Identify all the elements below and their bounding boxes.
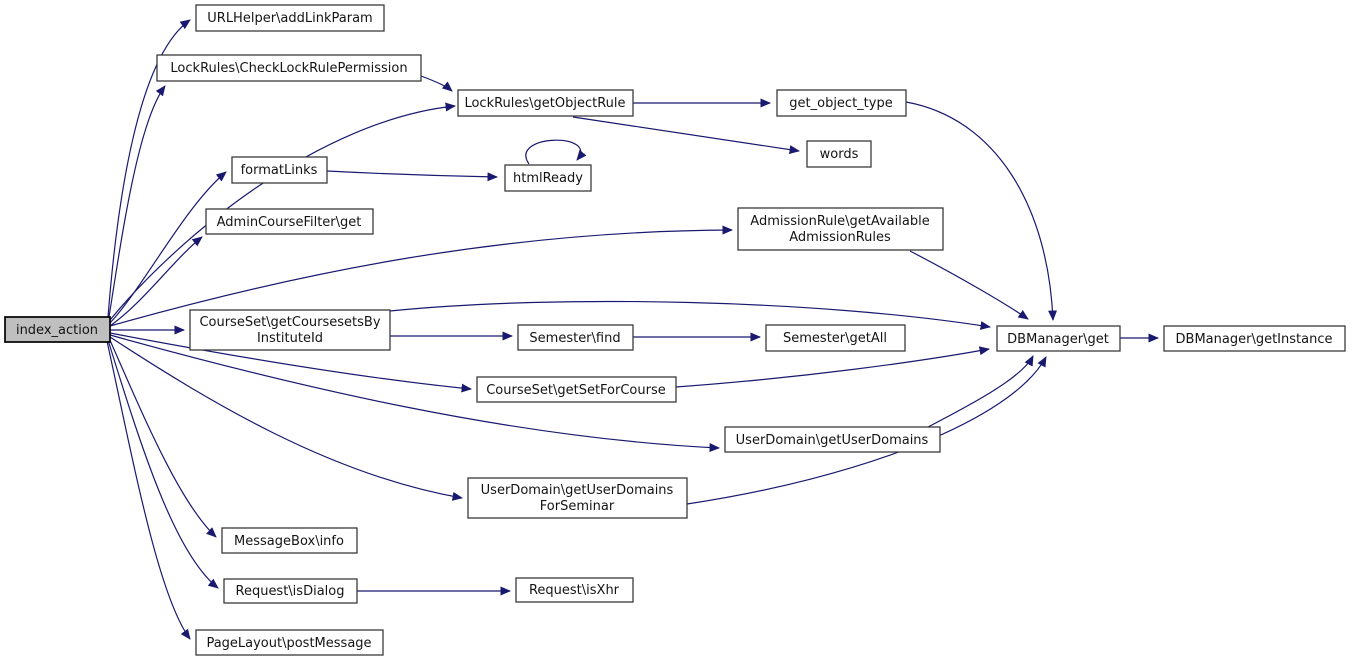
node-label-courseset-getsetforcourse: CourseSet\getSetForCourse [486, 383, 666, 398]
node-label-htmlready: htmlReady [513, 171, 583, 186]
node-label-pagelayout-postmessage: PageLayout\postMessage [206, 636, 371, 651]
node-label-formatlinks: formatLinks [241, 163, 318, 178]
edge-index-action-to-getuserdomains [109, 334, 720, 453]
node-label-coursesets-line2: InstituteId [257, 331, 323, 346]
edge-getsetforcourse-to-dbmanager-get [675, 346, 990, 388]
node-label-get-object-type: get_object_type [789, 96, 892, 111]
edge-index-action-to-messagebox-info [108, 337, 217, 538]
edge-getuserdomains-to-dbmanager-get [927, 355, 1034, 428]
edge-coursesetsbyinstituteid-to-dbmanager-get [389, 300, 991, 330]
nodes-layer: index_action URLHelper\addLinkParam Lock… [4, 4, 1346, 656]
node-label-admissionrule-line1: AdmissionRule\getAvailable [750, 214, 929, 229]
node-request-isxhr[interactable]: Request\isXhr [515, 577, 634, 603]
edge-index-action-to-admincoursefilter-get [109, 236, 203, 327]
node-request-isdialog[interactable]: Request\isDialog [223, 578, 358, 604]
node-userdomain-getuserdomains[interactable]: UserDomain\getUserDomains [724, 426, 941, 453]
edge-index-action-to-checklockrulepermission [108, 85, 166, 318]
edge-htmlready-self-loop [525, 139, 587, 165]
node-words[interactable]: words [806, 140, 872, 168]
node-label-index-action: index_action [16, 323, 98, 338]
node-label-urlhelper-addlinkparam: URLHelper\addLinkParam [207, 11, 372, 26]
node-label-coursesets-line1: CourseSet\getCoursesetsBy [199, 315, 380, 330]
node-label-admissionrule-line2: AdmissionRules [789, 230, 891, 245]
edge-getobjectrule-to-words [572, 116, 800, 155]
node-label-request-isdialog: Request\isDialog [236, 584, 345, 599]
edge-index-action-to-urlhelper-addlinkparam [107, 19, 191, 318]
node-index-action[interactable]: index_action [4, 316, 111, 343]
node-userdomain-getuserdomainsforseminar[interactable]: UserDomain\getUserDomains ForSeminar [467, 477, 688, 519]
node-dbmanager-getinstance[interactable]: DBManager\getInstance [1163, 325, 1346, 352]
node-admincoursefilter-get[interactable]: AdminCourseFilter\get [205, 208, 374, 235]
node-label-userdomain-getuserdomains: UserDomain\getUserDomains [736, 433, 929, 448]
node-label-semester-getall: Semester\getAll [783, 331, 887, 346]
node-label-lockrules-getobjectrule: LockRules\getObjectRule [464, 96, 625, 111]
edge-index-action-to-getobjectrule [109, 102, 456, 321]
node-courseset-getsetforcourse[interactable]: CourseSet\getSetForCourse [476, 376, 677, 403]
node-get-object-type[interactable]: get_object_type [776, 89, 907, 117]
node-semester-find[interactable]: Semester\find [517, 324, 634, 351]
node-lockrules-getobjectrule[interactable]: LockRules\getObjectRule [457, 89, 634, 117]
edge-get-object-type-to-dbmanager-get [905, 101, 1058, 321]
node-label-dbmanager-get: DBManager\get [1007, 332, 1109, 347]
node-admissionrule-getavailableadmissionrules[interactable]: AdmissionRule\getAvailable AdmissionRule… [737, 207, 944, 251]
node-label-getuserdomainsforseminar-line1: UserDomain\getUserDomains [481, 483, 674, 498]
node-label-dbmanager-getinstance: DBManager\getInstance [1176, 332, 1333, 347]
node-label-lockrules-checklockrulepermission: LockRules\CheckLockRulePermission [170, 61, 407, 76]
node-semester-getall[interactable]: Semester\getAll [765, 324, 906, 352]
node-messagebox-info[interactable]: MessageBox\info [221, 527, 358, 554]
edge-checklockrulepermission-to-getobjectrule [420, 75, 453, 92]
node-label-getuserdomainsforseminar-line2: ForSeminar [540, 499, 615, 514]
edge-index-action-to-formatlinks [109, 171, 227, 324]
node-formatlinks[interactable]: formatLinks [231, 156, 328, 184]
edge-index-action-to-admissionrule [109, 225, 733, 327]
node-pagelayout-postmessage[interactable]: PageLayout\postMessage [195, 629, 384, 656]
node-lockrules-checklockrulepermission[interactable]: LockRules\CheckLockRulePermission [156, 54, 422, 82]
node-htmlready[interactable]: htmlReady [504, 164, 592, 192]
node-label-messagebox-info: MessageBox\info [234, 534, 344, 549]
node-label-words: words [820, 147, 859, 162]
node-courseset-getcoursesetsbyinstituteid[interactable]: CourseSet\getCoursesetsBy InstituteId [189, 309, 391, 351]
edge-index-action-to-request-isdialog [107, 339, 219, 589]
edge-admissionrule-to-dbmanager-get [909, 250, 1029, 320]
edge-index-action-to-getuserdomainsforseminar [109, 336, 463, 501]
edge-formatlinks-to-htmlready [326, 170, 498, 182]
node-label-semester-find: Semester\find [529, 331, 620, 346]
node-urlhelper-addlinkparam[interactable]: URLHelper\addLinkParam [195, 4, 385, 32]
node-dbmanager-get[interactable]: DBManager\get [996, 325, 1121, 352]
node-label-admincoursefilter-get: AdminCourseFilter\get [217, 215, 362, 230]
node-label-request-isxhr: Request\isXhr [529, 583, 620, 598]
edges-layer [106, 19, 1159, 640]
edge-index-action-to-getsetforcourse [109, 332, 472, 393]
edge-index-action-to-pagelayout-postmessage [106, 340, 191, 640]
